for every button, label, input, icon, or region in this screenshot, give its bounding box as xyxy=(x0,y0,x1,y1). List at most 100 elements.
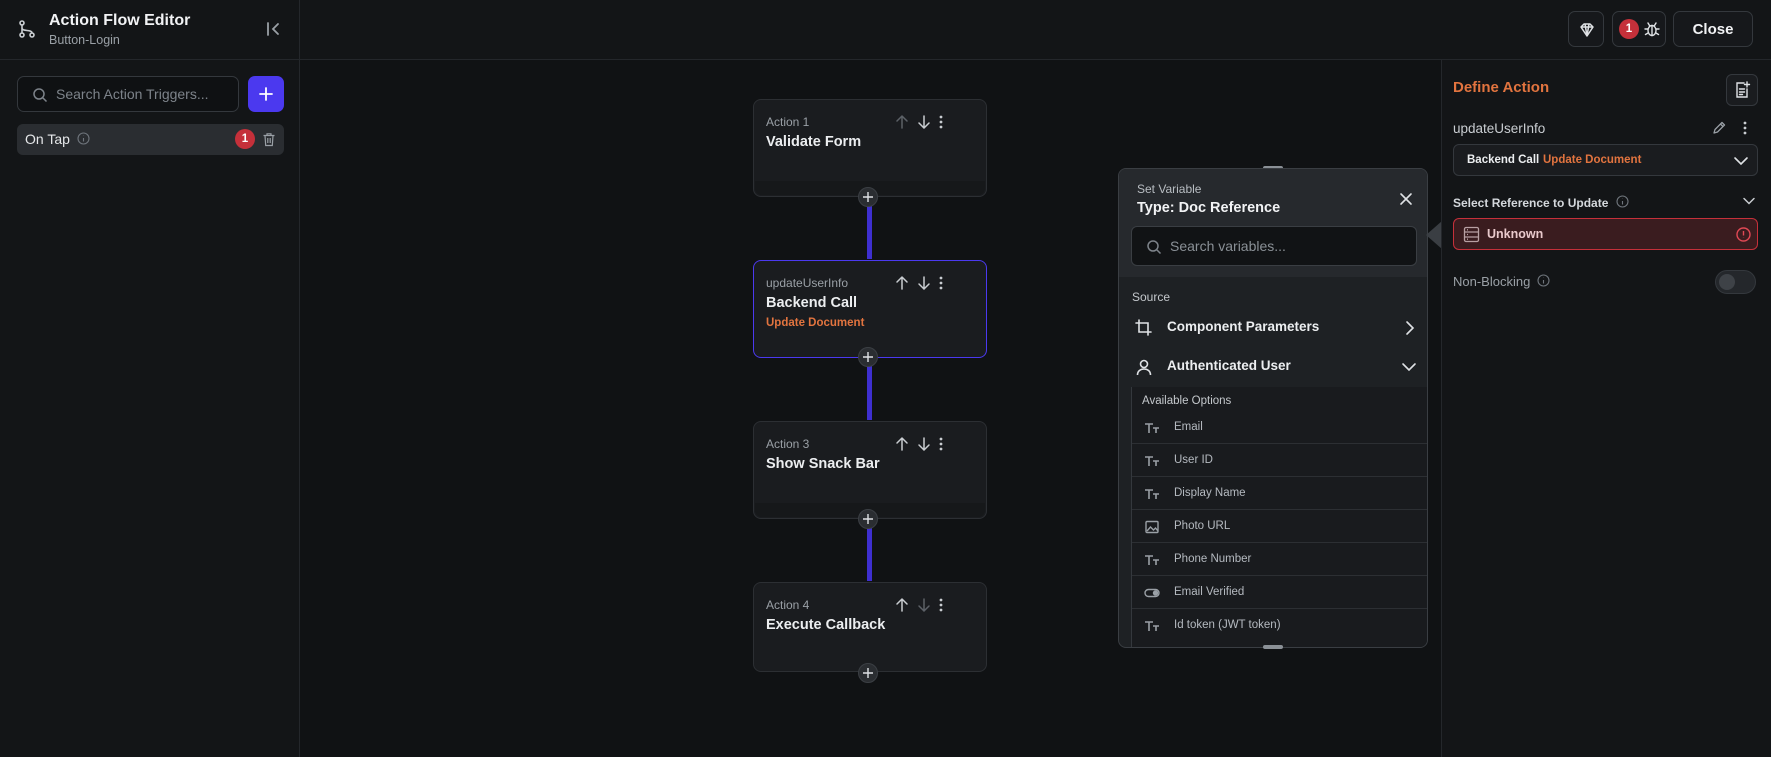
more-options-icon[interactable] xyxy=(1740,120,1750,136)
bug-icon xyxy=(1644,22,1660,37)
plus-icon xyxy=(259,87,273,101)
chevron-down-icon[interactable] xyxy=(1742,194,1756,208)
action-kicker: Action 4 xyxy=(766,598,810,612)
popup-drag-handle-bottom[interactable] xyxy=(1263,645,1283,649)
option-label: User ID xyxy=(1174,454,1213,466)
action-kicker: Action 1 xyxy=(766,115,810,129)
action-card-execute-callback[interactable]: Action 4 Execute Callback xyxy=(753,582,987,683)
move-down-icon[interactable] xyxy=(917,275,931,291)
action-name: updateUserInfo xyxy=(1453,121,1546,136)
plus-icon xyxy=(863,192,873,202)
flow-branch-icon xyxy=(19,20,35,38)
debug-error-badge: 1 xyxy=(1619,19,1639,39)
close-icon[interactable] xyxy=(1398,191,1414,207)
move-up-icon[interactable] xyxy=(895,436,909,452)
chevron-right-icon xyxy=(1406,321,1415,335)
close-button[interactable]: Close xyxy=(1673,11,1753,47)
move-up-icon[interactable] xyxy=(895,114,909,130)
search-icon xyxy=(33,88,48,103)
action-card-backend-call[interactable]: updateUserInfo Backend Call Update Docum… xyxy=(753,260,987,367)
text-type-icon xyxy=(1145,621,1159,631)
option-email[interactable]: Email xyxy=(1132,411,1427,444)
action-title: Show Snack Bar xyxy=(766,456,880,472)
search-icon xyxy=(1147,240,1162,255)
option-label: Email Verified xyxy=(1174,586,1245,598)
gem-icon xyxy=(1580,23,1594,37)
popup-pointer xyxy=(1426,221,1442,249)
toggle-icon xyxy=(1144,588,1160,598)
option-user-id[interactable]: User ID xyxy=(1132,444,1427,477)
action-library-button[interactable] xyxy=(1726,74,1758,106)
option-label: Photo URL xyxy=(1174,520,1231,532)
image-icon xyxy=(1145,520,1159,534)
source-label: Source xyxy=(1132,290,1171,304)
trigger-error-badge: 1 xyxy=(235,129,255,149)
available-options-list: Available Options Email User ID Display … xyxy=(1131,387,1427,647)
reference-value: Unknown xyxy=(1487,227,1544,241)
trigger-item-on-tap[interactable]: On Tap 1 xyxy=(17,124,284,155)
option-email-verified[interactable]: Email Verified xyxy=(1132,576,1427,609)
action-type-label: Backend Call xyxy=(1467,154,1540,166)
trash-icon[interactable] xyxy=(262,132,276,147)
option-phone-number[interactable]: Phone Number xyxy=(1132,543,1427,576)
move-down-icon[interactable] xyxy=(917,597,931,613)
add-action-button[interactable] xyxy=(858,187,878,207)
document-add-icon xyxy=(1736,81,1751,98)
trigger-label: On Tap xyxy=(25,131,90,147)
more-options-icon[interactable] xyxy=(936,275,946,291)
text-type-icon xyxy=(1145,555,1159,565)
option-label: Id token (JWT token) xyxy=(1174,619,1281,631)
more-options-icon[interactable] xyxy=(936,114,946,130)
move-down-icon[interactable] xyxy=(917,436,931,452)
add-action-button[interactable] xyxy=(858,509,878,529)
popup-header: Set Variable Type: Doc Reference xyxy=(1119,169,1427,277)
flow-connector xyxy=(867,519,872,581)
flow-connector xyxy=(867,358,872,420)
edit-icon[interactable] xyxy=(1712,121,1726,135)
action-card-show-snack-bar[interactable]: Action 3 Show Snack Bar xyxy=(753,421,987,529)
source-authenticated-user[interactable]: Authenticated User xyxy=(1119,348,1427,384)
search-variables-input[interactable] xyxy=(1170,227,1410,265)
more-options-icon[interactable] xyxy=(936,597,946,613)
option-photo-url[interactable]: Photo URL xyxy=(1132,510,1427,543)
move-up-icon[interactable] xyxy=(895,597,909,613)
search-triggers-field[interactable] xyxy=(17,76,239,112)
header-title-area: Action Flow Editor Button-Login xyxy=(0,0,300,60)
option-label: Email xyxy=(1174,421,1203,433)
popup-kicker: Set Variable xyxy=(1137,182,1202,196)
add-action-button[interactable] xyxy=(858,663,878,683)
action-card-validate-form[interactable]: Action 1 Validate Form xyxy=(753,99,987,207)
add-trigger-button[interactable] xyxy=(248,76,284,112)
option-id-token[interactable]: Id token (JWT token) xyxy=(1132,609,1427,642)
error-icon xyxy=(1736,227,1751,242)
move-down-icon[interactable] xyxy=(917,114,931,130)
debug-button[interactable]: 1 xyxy=(1612,11,1666,47)
search-variables-field[interactable] xyxy=(1131,226,1417,266)
text-type-icon xyxy=(1145,456,1159,466)
reference-value-field[interactable]: Unknown xyxy=(1453,218,1758,250)
action-subtitle: Update Document xyxy=(766,317,865,329)
define-action-panel: Define Action updateUserInfo Backend Cal… xyxy=(1441,60,1771,757)
available-options-label: Available Options xyxy=(1142,395,1232,407)
collapse-panel-icon[interactable] xyxy=(264,19,284,39)
set-variable-popup: Set Variable Type: Doc Reference Source … xyxy=(1118,168,1428,648)
flow-connector xyxy=(867,197,872,259)
source-component-parameters[interactable]: Component Parameters xyxy=(1119,309,1427,345)
action-subtype-label: Update Document xyxy=(1543,154,1642,166)
action-flow-canvas: Action 1 Validate Form updateUserInfo Ba… xyxy=(301,61,1441,757)
action-title: Execute Callback xyxy=(766,617,886,633)
option-display-name[interactable]: Display Name xyxy=(1132,477,1427,510)
app-subtitle: Button-Login xyxy=(49,33,120,47)
gem-button[interactable] xyxy=(1568,11,1604,47)
more-options-icon[interactable] xyxy=(936,436,946,452)
plus-icon xyxy=(863,352,873,362)
move-up-icon[interactable] xyxy=(895,275,909,291)
action-type-select[interactable]: Backend Call Update Document xyxy=(1453,144,1758,176)
database-icon xyxy=(1463,226,1480,243)
source-label-text: Component Parameters xyxy=(1167,319,1320,334)
non-blocking-toggle[interactable] xyxy=(1715,270,1756,294)
text-type-icon xyxy=(1145,423,1159,433)
add-action-button[interactable] xyxy=(858,347,878,367)
action-title: Validate Form xyxy=(766,134,862,150)
search-triggers-input[interactable] xyxy=(56,77,234,111)
